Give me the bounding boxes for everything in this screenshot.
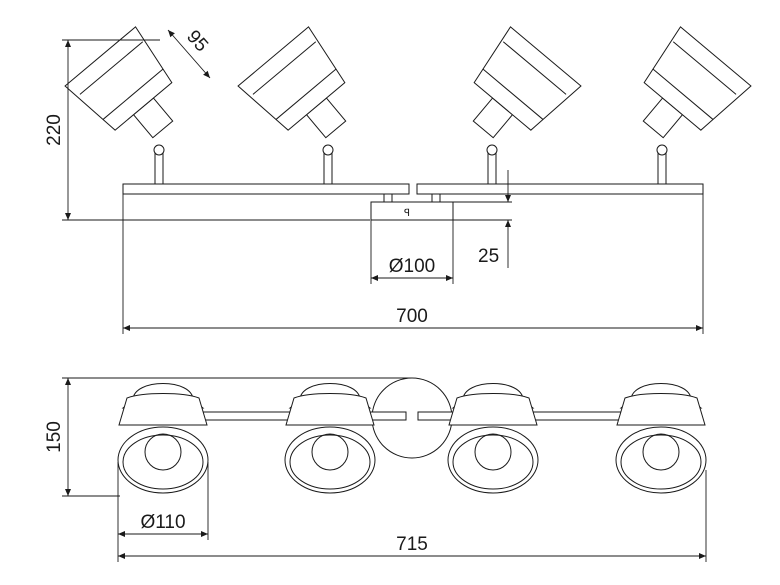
top-shade-1 xyxy=(117,383,209,494)
canopy-mark: ꟼ xyxy=(404,208,410,219)
side-spot-2 xyxy=(237,26,347,185)
side-bar-right xyxy=(416,183,704,195)
side-view: ꟼ xyxy=(44,26,752,334)
side-bar-left xyxy=(122,183,410,195)
side-spot-4 xyxy=(642,26,752,185)
top-shade-2 xyxy=(284,383,376,494)
dim-label-100: Ø100 xyxy=(389,256,435,277)
canopy xyxy=(370,201,454,221)
top-shade-3 xyxy=(447,383,539,494)
dim-label-25: 25 xyxy=(478,246,499,267)
dim-label-150: 150 xyxy=(44,421,65,453)
dim-label-110: Ø110 xyxy=(140,512,185,533)
top-shade-4 xyxy=(615,383,707,494)
dim-line-95 xyxy=(167,29,211,79)
dim-label-715: 715 xyxy=(396,534,428,555)
top-view: 150 Ø110 715 xyxy=(44,377,707,562)
dim-label-700: 700 xyxy=(396,306,428,327)
canopy-post-left xyxy=(383,193,393,203)
canopy-post-right xyxy=(431,193,441,203)
side-spot-3 xyxy=(472,26,582,185)
dim-label-220: 220 xyxy=(44,114,65,146)
side-spot-1 xyxy=(64,26,174,185)
